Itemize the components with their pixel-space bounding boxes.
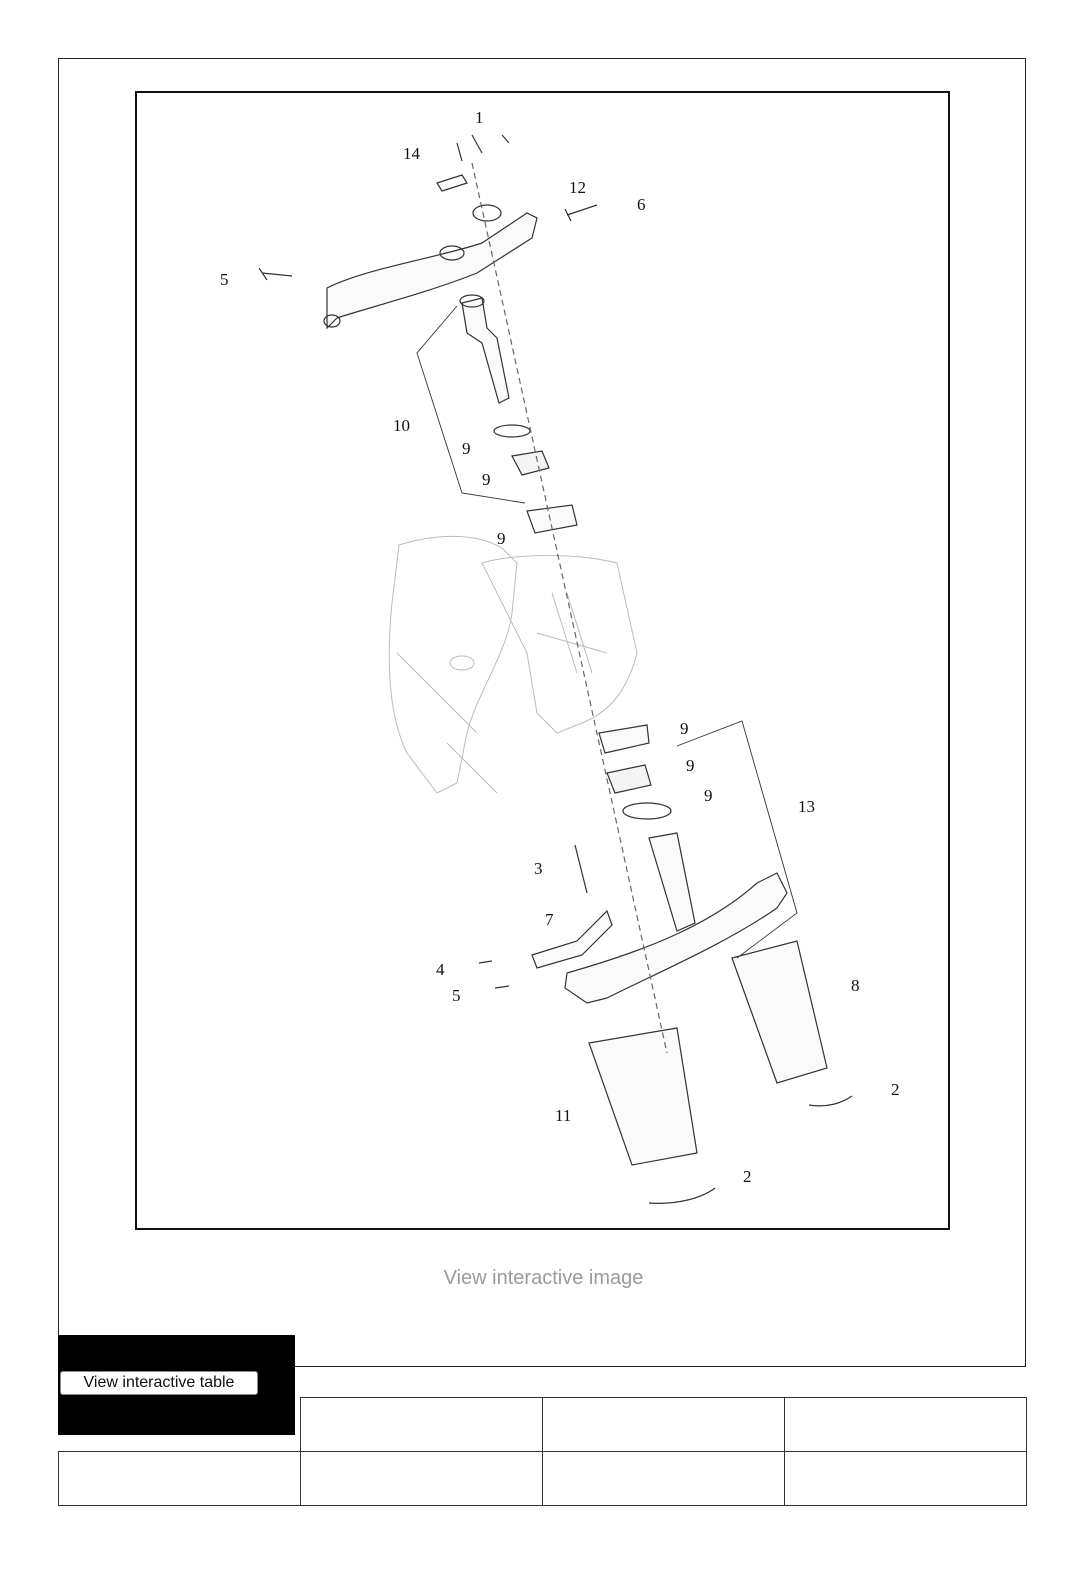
callout-2-bottom: 2 [743,1167,752,1186]
callout-4: 4 [436,960,445,979]
top-yoke [326,212,538,330]
table-cell [542,1397,785,1452]
callout-2-right: 2 [891,1080,900,1099]
callout-9-b: 9 [482,470,491,489]
callout-14: 14 [403,144,421,163]
table-row [58,1397,1027,1452]
callout-5-top: 5 [220,270,229,289]
callout-11: 11 [555,1106,571,1125]
lower-race [598,724,650,754]
callout-9-c: 9 [497,529,506,548]
callout-3: 3 [534,859,543,878]
callout-10: 10 [393,416,410,435]
bottom-yoke [564,872,788,1004]
steering-stem [461,297,510,404]
lower-washer [622,802,672,820]
callout-9-f: 9 [704,786,713,805]
brake-hose-clamp [531,909,613,969]
table-cell [784,1451,1027,1506]
exploded-view-drawing: 1 14 12 6 5 10 9 9 9 9 9 9 13 3 7 4 5 8 … [220,108,900,1204]
callout-12: 12 [569,178,586,197]
table-row [58,1451,1027,1506]
upper-race [526,504,578,534]
callout-7: 7 [545,910,554,929]
callout-5-bottom: 5 [452,986,461,1005]
lower-bearing [606,764,652,794]
upper-washer [493,424,531,438]
callout-labels: 1 14 12 6 5 10 9 9 9 9 9 9 13 3 7 4 5 8 … [220,108,900,1186]
callout-13: 13 [798,797,815,816]
callout-9-a: 9 [462,439,471,458]
circlip-lower [648,1187,716,1204]
table-cell [58,1397,301,1452]
parts-diagram[interactable]: 1 14 12 6 5 10 9 9 9 9 9 9 13 3 7 4 5 8 … [135,91,950,1230]
view-interactive-image-link[interactable]: View interactive image [443,1267,644,1289]
table-cell [542,1451,785,1506]
fork-cover-right [731,940,828,1084]
callout-9-d: 9 [680,719,689,738]
callout-8: 8 [851,976,860,995]
table-cell [58,1451,301,1506]
fork-cover-left [588,1027,698,1166]
parts-table [58,1397,1027,1506]
table-cell [784,1397,1027,1452]
callout-6: 6 [637,195,646,214]
view-interactive-table-button[interactable]: View interactive table [60,1371,258,1395]
callout-1: 1 [475,108,484,127]
table-cell [300,1397,543,1452]
circlip-upper [808,1095,853,1107]
frame-outline [388,535,518,794]
callout-9-e: 9 [686,756,695,775]
page-frame [58,58,1026,1367]
table-cell [300,1451,543,1506]
lower-stem [648,832,696,932]
upper-bearing [511,450,550,476]
